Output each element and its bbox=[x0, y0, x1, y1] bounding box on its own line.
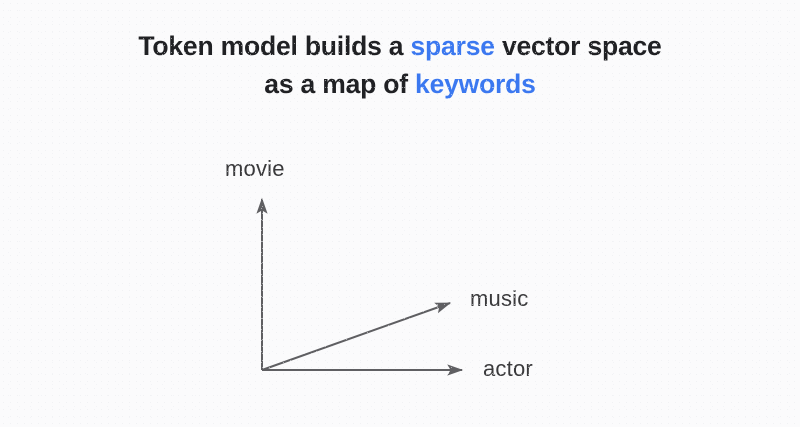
axis-label-movie: movie bbox=[225, 156, 285, 181]
axis-arrow-music bbox=[261, 302, 452, 371]
axis-label-actor: actor bbox=[483, 356, 533, 381]
axis-label-music: music bbox=[470, 286, 529, 311]
